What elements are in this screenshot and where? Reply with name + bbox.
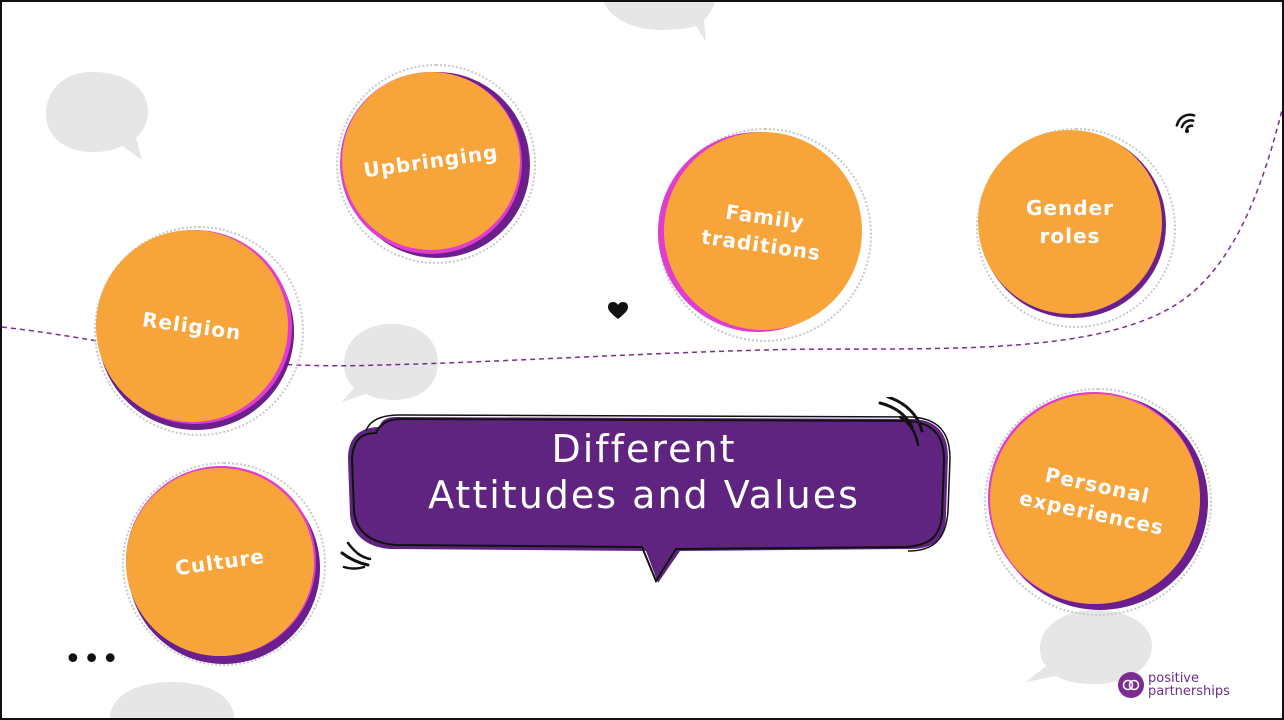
wifi-icon (1175, 113, 1196, 133)
topic-circle-religion: Religion (90, 222, 310, 442)
slide-title: Different Attitudes and Values (428, 427, 860, 517)
speech-bubble-icon (342, 324, 438, 402)
topic-circle-upbringing: Upbringing (334, 62, 554, 272)
logo-text-line2: partnerships (1148, 684, 1230, 699)
speech-bubble-icon (46, 72, 148, 160)
logo-text-line1: positive (1148, 671, 1199, 686)
topic-label: Culture (173, 543, 267, 581)
topic-circle-culture: Culture (120, 460, 330, 670)
topic-circle-family-traditions: Family traditions (654, 122, 874, 342)
ellipsis-icon: ••• (64, 642, 121, 677)
topic-circle-gender-roles: Gender roles (974, 128, 1184, 328)
main-speech-bubble (340, 397, 951, 584)
speech-bubble-icon (110, 682, 234, 718)
speech-bubble-icon (604, 2, 715, 42)
topic-label: Family traditions (699, 199, 823, 266)
topic-circle-personal-experiences: Personal experiences (982, 386, 1216, 616)
topic-label: Gender roles (1026, 196, 1114, 248)
topic-label: Religion (140, 307, 244, 345)
logo-icon (1118, 672, 1144, 698)
heart-icon (608, 302, 628, 319)
positive-partnerships-logo: positive partnerships (1118, 672, 1230, 698)
topic-label: Upbringing (362, 139, 500, 183)
speech-bubble-icon (1026, 610, 1152, 684)
topic-label: Personal experiences (1017, 462, 1167, 540)
